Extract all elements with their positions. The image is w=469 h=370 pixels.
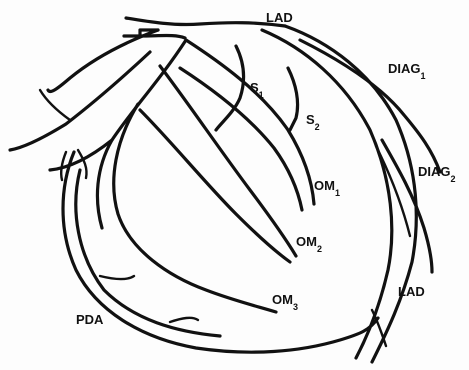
om2-branch bbox=[160, 66, 296, 256]
label-diag2: DIAG2 bbox=[418, 164, 456, 184]
label-om1: OM1 bbox=[314, 178, 340, 198]
septal-s1 bbox=[216, 46, 243, 130]
label-diag1: DIAG1 bbox=[388, 61, 426, 81]
left-main-trunk bbox=[126, 18, 285, 26]
lad-inner-edge bbox=[262, 30, 392, 358]
left-branch-mid bbox=[10, 52, 150, 150]
label-lad-top: LAD bbox=[266, 10, 293, 25]
om3-branch bbox=[114, 104, 276, 312]
left-branch-mid-twig bbox=[40, 90, 70, 120]
label-lad-bottom: LAD bbox=[398, 284, 425, 299]
label-om3: OM3 bbox=[272, 292, 298, 312]
lad-bottom-fork bbox=[372, 310, 386, 346]
pda-small-branch-1 bbox=[100, 276, 134, 279]
om2-inner bbox=[140, 110, 290, 262]
diag1-branch bbox=[300, 40, 440, 172]
label-om2: OM2 bbox=[296, 234, 322, 254]
septal-s2 bbox=[288, 68, 298, 130]
label-s1: S1 bbox=[250, 80, 264, 100]
pda-small-branch-2 bbox=[170, 318, 198, 322]
label-s2: S2 bbox=[306, 112, 320, 132]
label-pda: PDA bbox=[76, 312, 104, 327]
om3-outer bbox=[97, 40, 186, 228]
